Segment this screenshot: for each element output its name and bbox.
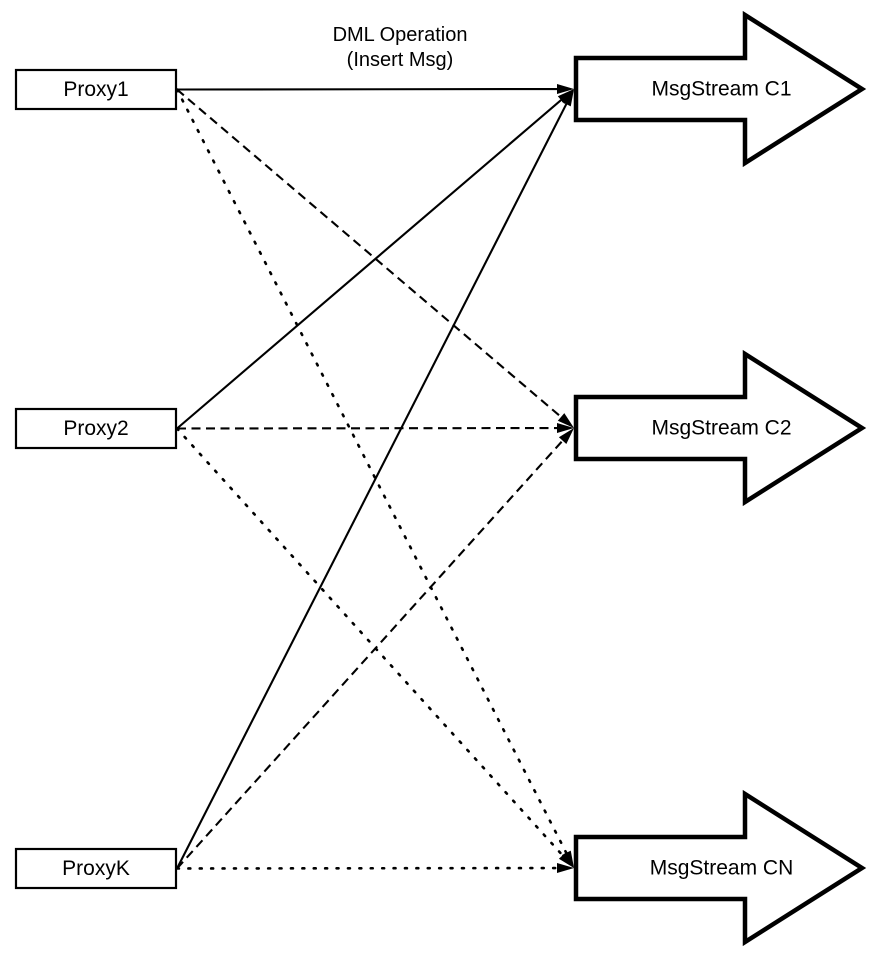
edge-arrowhead-icon bbox=[557, 89, 574, 104]
edge-arrowhead-icon bbox=[558, 852, 574, 868]
edge-proxy2-to-c2 bbox=[176, 423, 574, 434]
target-stream-c1[interactable]: MsgStream C1 bbox=[573, 10, 867, 168]
edge-arrowhead-icon bbox=[556, 863, 574, 874]
target-stream-label: MsgStream C1 bbox=[651, 78, 791, 101]
target-stream-label: MsgStream CN bbox=[650, 857, 794, 880]
targets-layer: MsgStream C1 MsgStream C2 MsgStream CN bbox=[573, 10, 867, 947]
block-arrow-icon[interactable] bbox=[573, 789, 867, 947]
edge-proxyk-to-cn bbox=[175, 863, 574, 874]
edge-proxy1-to-c2 bbox=[176, 88, 574, 428]
edge-arrowhead-icon bbox=[558, 428, 574, 444]
block-arrow-icon[interactable] bbox=[573, 10, 867, 168]
edge-line-solid bbox=[176, 96, 565, 430]
source-node-proxyk[interactable]: ProxyK bbox=[14, 847, 178, 890]
edge-proxy2-to-cn bbox=[175, 427, 574, 868]
edge-proxyk-to-c2 bbox=[176, 428, 574, 870]
source-node-box[interactable] bbox=[14, 407, 178, 450]
source-node-proxy2[interactable]: Proxy2 bbox=[14, 407, 178, 450]
caption-layer: DML Operation (Insert Msg) bbox=[333, 24, 468, 71]
source-node-proxy1[interactable]: Proxy1 bbox=[14, 68, 178, 111]
edge-line-solid bbox=[176, 100, 570, 869]
edge-arrowhead-icon bbox=[561, 89, 574, 107]
target-stream-label: MsgStream C2 bbox=[651, 417, 791, 440]
edge-arrowhead-icon bbox=[557, 413, 574, 428]
edge-caption-line2: (Insert Msg) bbox=[347, 49, 454, 71]
edge-caption-line1: DML Operation bbox=[333, 24, 468, 46]
edge-proxyk-to-c1 bbox=[176, 89, 574, 869]
source-node-label: Proxy2 bbox=[63, 417, 128, 440]
target-stream-cn[interactable]: MsgStream CN bbox=[573, 789, 867, 947]
source-node-label: ProxyK bbox=[62, 857, 130, 880]
edges-layer bbox=[175, 84, 574, 874]
target-stream-c2[interactable]: MsgStream C2 bbox=[573, 349, 867, 507]
edge-line-dotted bbox=[175, 427, 567, 860]
edge-arrowhead-icon bbox=[556, 84, 574, 95]
edge-proxy1-to-c1 bbox=[176, 84, 574, 95]
source-node-label: Proxy1 bbox=[63, 78, 128, 101]
edge-line-dashed bbox=[176, 88, 565, 421]
edge-line-dashed bbox=[176, 436, 567, 870]
source-node-box[interactable] bbox=[14, 847, 178, 890]
edge-line-dotted bbox=[175, 88, 570, 858]
edge-proxy2-to-c1 bbox=[176, 89, 574, 430]
source-node-box[interactable] bbox=[14, 68, 178, 111]
block-arrow-icon[interactable] bbox=[573, 349, 867, 507]
edge-arrowhead-icon bbox=[556, 423, 574, 434]
